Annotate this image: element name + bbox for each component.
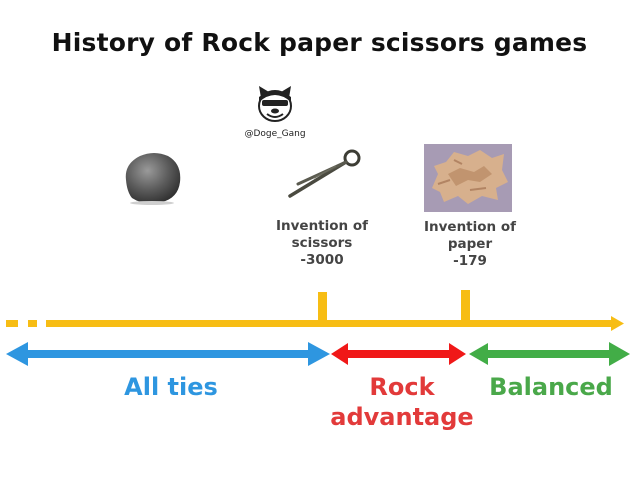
era-arrow-balanced [469, 342, 630, 366]
timeline-tick-paper [461, 290, 470, 322]
watermark: @Doge_Gang [244, 84, 306, 139]
page-title: History of Rock paper scissors games [51, 28, 588, 57]
timeline-tick-scissors [318, 292, 327, 322]
event-scissors-year: -3000 [300, 252, 344, 268]
era-balanced-line-1: Balanced [489, 373, 613, 401]
event-paper-year: -179 [453, 253, 487, 269]
era-rock-line-1: Rock [369, 373, 435, 401]
event-label-scissors: Invention of scissors -3000 [262, 218, 382, 269]
era-label-all-ties: All ties [96, 372, 246, 402]
era-label-balanced: Balanced [474, 372, 628, 402]
doge-gang-logo [258, 86, 292, 122]
event-scissors-line-2: scissors [291, 235, 353, 251]
era-arrow-all-ties [6, 342, 330, 366]
event-label-paper: Invention of paper -179 [410, 219, 530, 270]
era-label-rock-advantage: Rock advantage [322, 372, 482, 432]
event-paper-line-1: Invention of [423, 219, 516, 235]
watermark-handle: @Doge_Gang [244, 129, 306, 139]
timeline-line [46, 320, 612, 327]
scissors-icon [284, 148, 366, 204]
era-rock-line-2: advantage [330, 403, 474, 431]
paper-icon [424, 144, 512, 216]
rock-icon [122, 150, 184, 210]
timeline [6, 290, 630, 366]
era-all-ties-line-1: All ties [124, 373, 218, 401]
timeline-dash-1 [6, 320, 18, 327]
event-scissors-line-1: Invention of [275, 218, 368, 234]
timeline-arrowhead [611, 316, 624, 331]
era-arrow-rock-advantage [331, 343, 466, 365]
event-paper-line-2: paper [447, 236, 493, 252]
timeline-dash-2 [28, 320, 37, 327]
